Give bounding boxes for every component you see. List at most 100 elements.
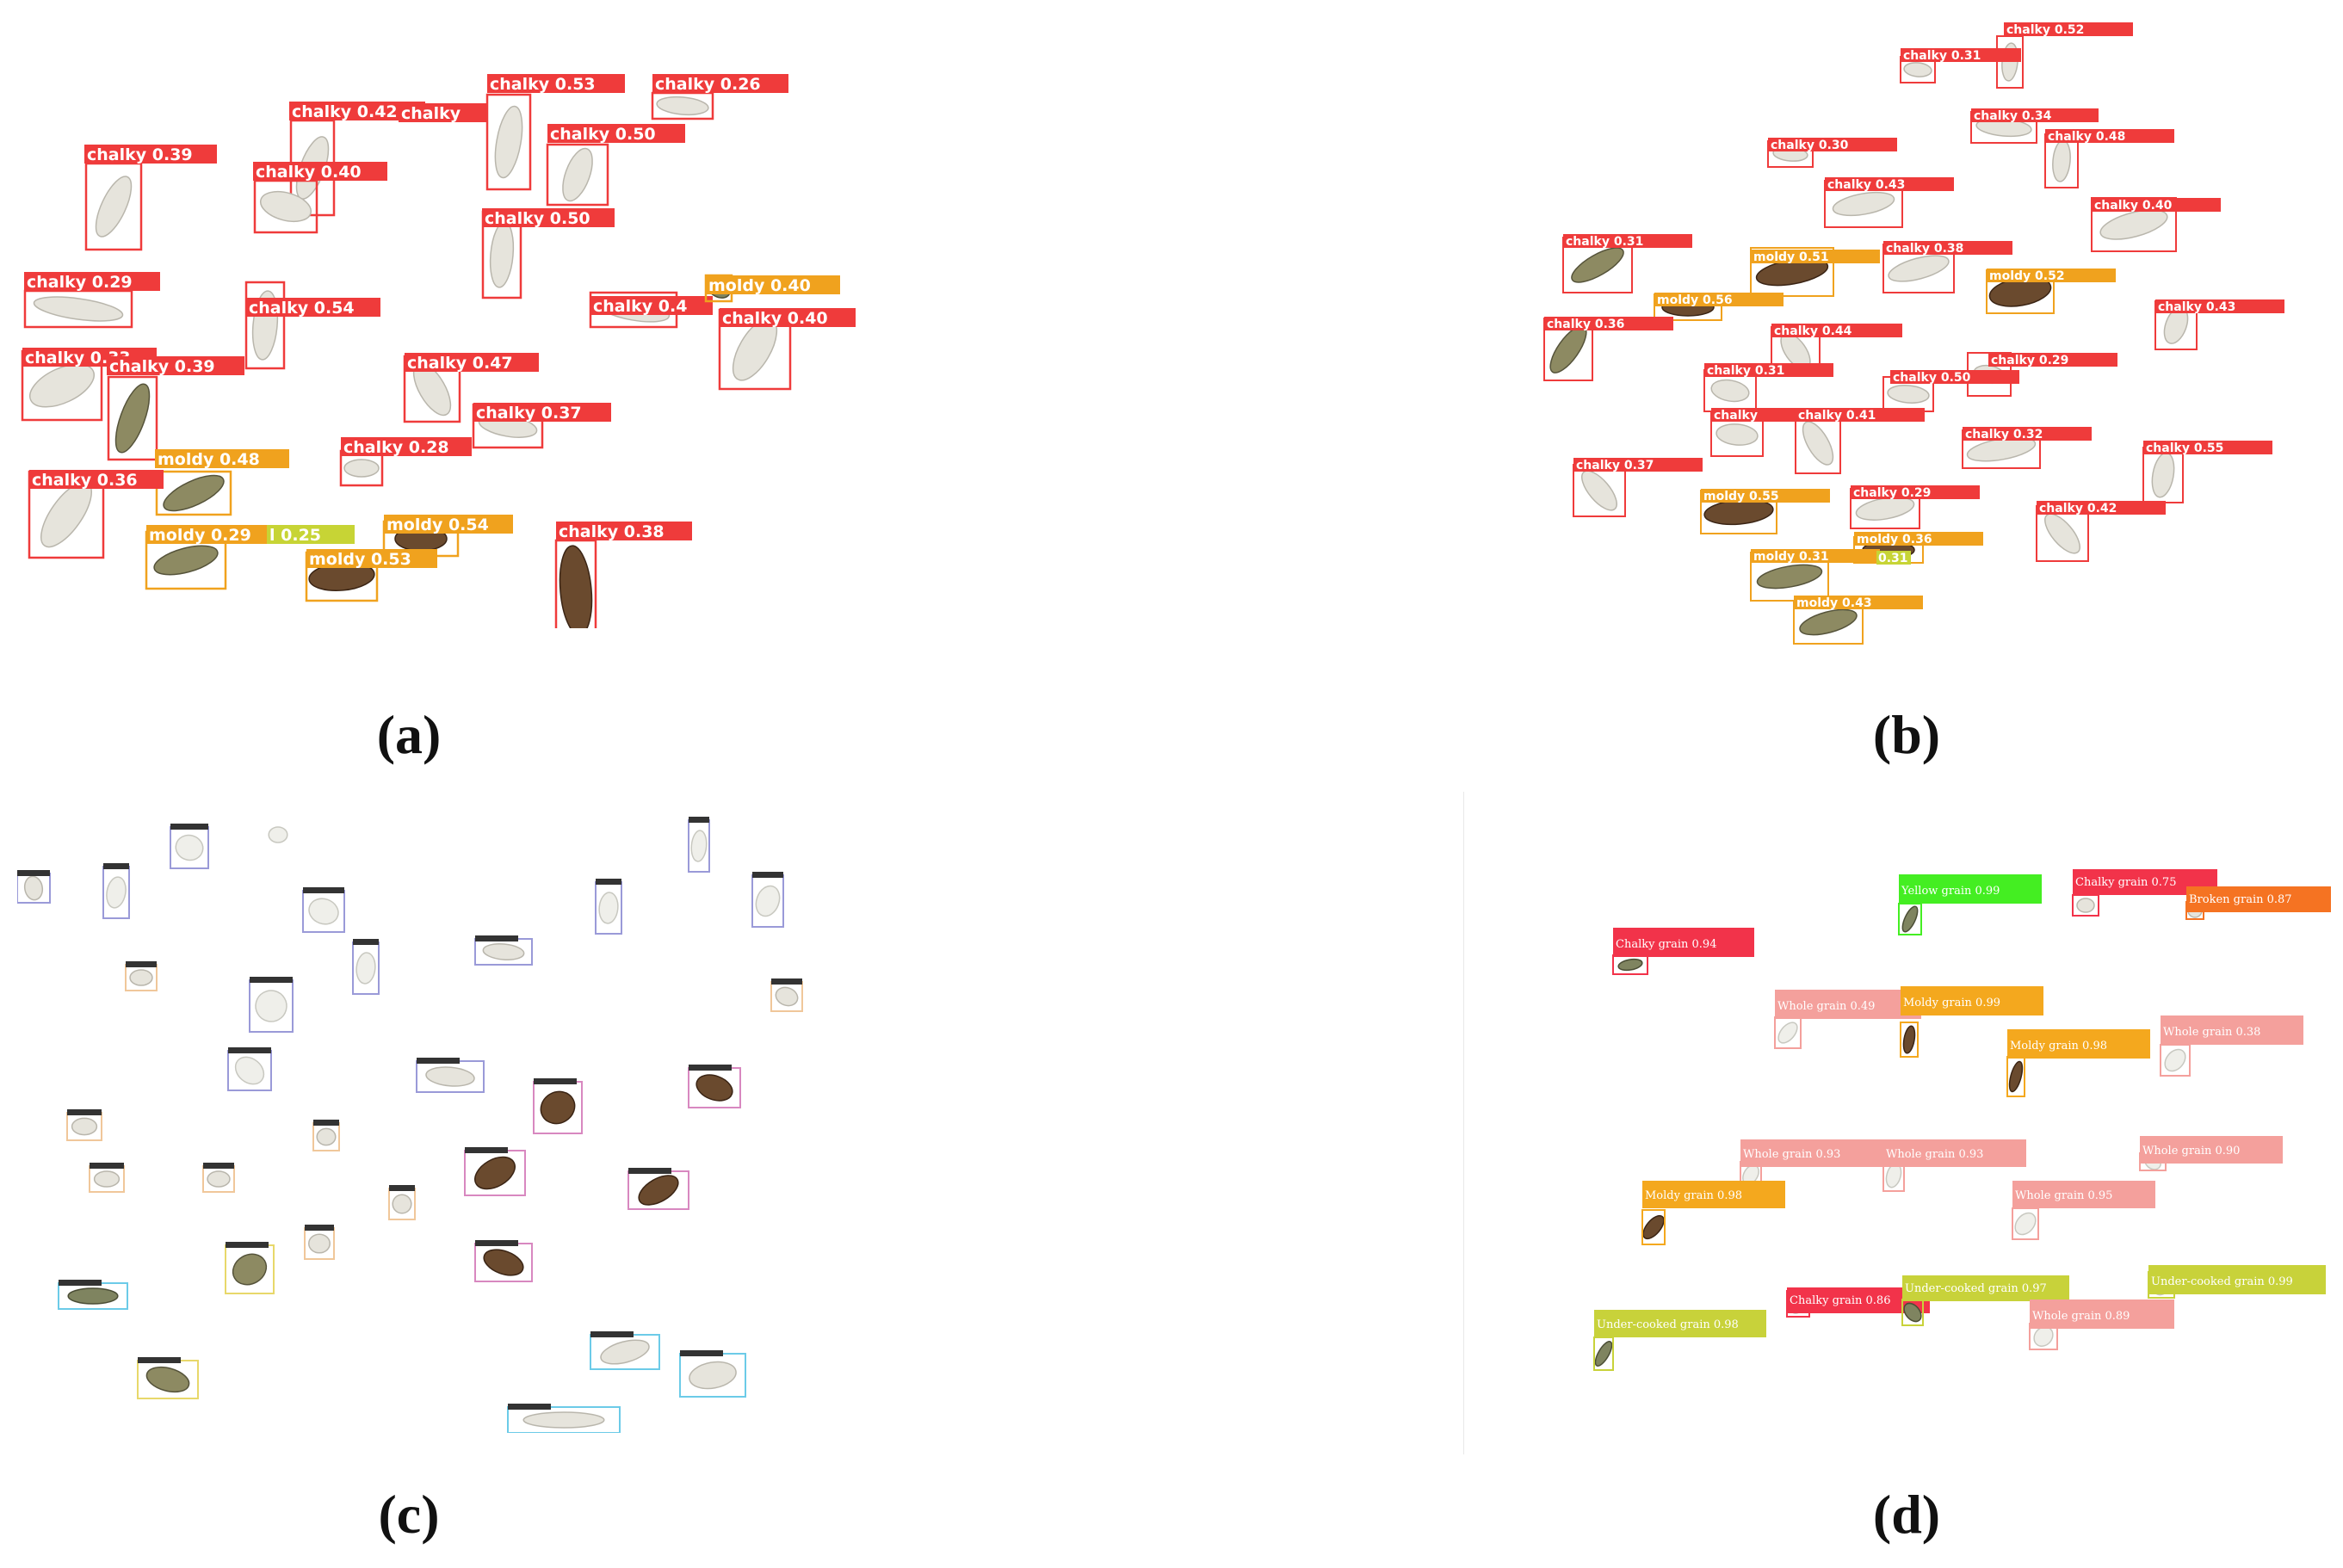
detection-label: chalky 0.34 <box>1974 109 2052 123</box>
detection: chalky 0.31 <box>1562 234 1692 293</box>
label-background <box>2140 1136 2283 1164</box>
label-background <box>556 522 692 540</box>
detection-label: chalky 0.50 <box>550 125 656 144</box>
detection-image-c <box>17 817 803 1433</box>
detection: Under-cooked grain 0.98 <box>1593 1310 1766 1371</box>
detection <box>595 879 622 935</box>
label-background <box>399 103 486 122</box>
label-tag <box>103 863 129 869</box>
label-background <box>1902 1275 2069 1301</box>
rice-grain <box>343 459 380 478</box>
detection-label: moldy 0.43 <box>1796 596 1872 610</box>
label-background <box>482 208 615 227</box>
detection: moldy 0.43 <box>1793 596 1923 645</box>
rice-grain <box>1710 379 1750 403</box>
label-background <box>1901 48 2021 62</box>
label-tag <box>689 817 709 823</box>
label-tag <box>17 870 50 876</box>
detection: chalky 0.38 <box>1882 241 2012 293</box>
label-background <box>2092 198 2221 212</box>
detection <box>302 887 345 933</box>
bounding-box <box>546 143 609 207</box>
detection-label: moldy 0.52 <box>1989 269 2065 283</box>
detection-label: moldy 0.48 <box>158 450 260 469</box>
detection <box>416 1058 485 1093</box>
rice-grain <box>33 296 124 322</box>
label-background <box>2012 1181 2155 1208</box>
detection <box>352 939 380 995</box>
rice-grain <box>259 190 312 223</box>
label-tag <box>226 1242 269 1248</box>
label-background <box>1775 990 1921 1019</box>
detection: chalky 0.39 <box>107 356 244 461</box>
detection <box>227 1047 272 1091</box>
detection: Chalky grain 0.94 <box>1612 928 1754 975</box>
bounding-box <box>507 1406 621 1433</box>
label-tag <box>126 961 157 967</box>
rice-grain <box>1832 191 1895 217</box>
detection: chalky 0.33 <box>21 348 157 422</box>
label-background <box>1854 532 1983 546</box>
rice-grain <box>1888 255 1950 282</box>
detection: moldy 0.52 <box>1986 269 2116 314</box>
rice-grain <box>316 1127 337 1146</box>
detection-label: Whole grain 0.90 <box>2142 1145 2240 1157</box>
label-background <box>384 515 513 534</box>
detection: 0.31 <box>1876 551 1911 565</box>
rice-grain <box>23 875 44 901</box>
detection <box>770 978 803 1012</box>
rice-grain <box>474 1156 516 1190</box>
detection: moldy 0.53 <box>305 549 437 602</box>
label-background <box>1751 250 1880 263</box>
detection-label: chalky 0.36 <box>32 471 138 490</box>
detection-label: chalky 0.4 <box>593 297 687 316</box>
detection-label: chalky 0.31 <box>1903 49 1981 63</box>
rice-grain <box>1571 247 1624 283</box>
label-background <box>2045 129 2174 143</box>
label-tag <box>250 977 293 983</box>
label-tag <box>303 887 344 893</box>
detection: moldy 0.54 <box>382 515 513 558</box>
rice-grain <box>67 1287 119 1305</box>
detection-label: Whole grain 0.38 <box>2163 1026 2260 1039</box>
caption-d: (d) <box>1872 1484 1941 1545</box>
detection: chalky 0.31 <box>1900 48 2021 83</box>
detection-label: chalky 0.42 <box>292 102 398 121</box>
label-background <box>1544 317 1673 330</box>
detection: Whole grain 0.93 <box>1740 1139 1883 1188</box>
rice-grain <box>129 969 153 986</box>
label-tag <box>475 1240 518 1246</box>
detection-label: moldy 0.51 <box>1753 250 1829 264</box>
caption-b: (b) <box>1872 704 1941 765</box>
label-tag <box>389 1185 415 1191</box>
label-background <box>1796 408 1925 422</box>
label-background <box>2161 1015 2303 1045</box>
rice-grain <box>2076 898 2095 913</box>
label-background <box>487 74 625 93</box>
detection: Whole grain 0.49 <box>1774 990 1921 1049</box>
detection-label: Under-cooked grain 0.97 <box>1905 1282 2047 1295</box>
rice-grain <box>690 830 708 862</box>
detection: chalky 0.30 <box>1767 138 1897 168</box>
label-background <box>146 525 282 544</box>
detection-label: Yellow grain 0.99 <box>1901 885 2000 898</box>
caption-a: (a) <box>376 704 442 765</box>
rice-grain <box>1901 905 1919 933</box>
detection-label: chalky 0.44 <box>1774 324 1852 338</box>
detection-label: chalky 0.53 <box>490 75 596 94</box>
bounding-box <box>485 93 532 191</box>
rice-grain <box>489 221 515 288</box>
detection <box>249 977 294 1033</box>
detection-label: chalky 0.29 <box>1991 354 2068 367</box>
label-tag <box>752 872 783 878</box>
detection-label: chalky 0.31 <box>1707 364 1784 378</box>
label-background <box>590 296 713 315</box>
label-tag <box>59 1280 102 1286</box>
label-background <box>652 74 788 93</box>
label-background <box>341 437 472 456</box>
detection <box>58 1280 128 1310</box>
label-background <box>1711 408 1797 422</box>
rice-grain <box>562 147 593 202</box>
label-tag <box>170 824 208 830</box>
